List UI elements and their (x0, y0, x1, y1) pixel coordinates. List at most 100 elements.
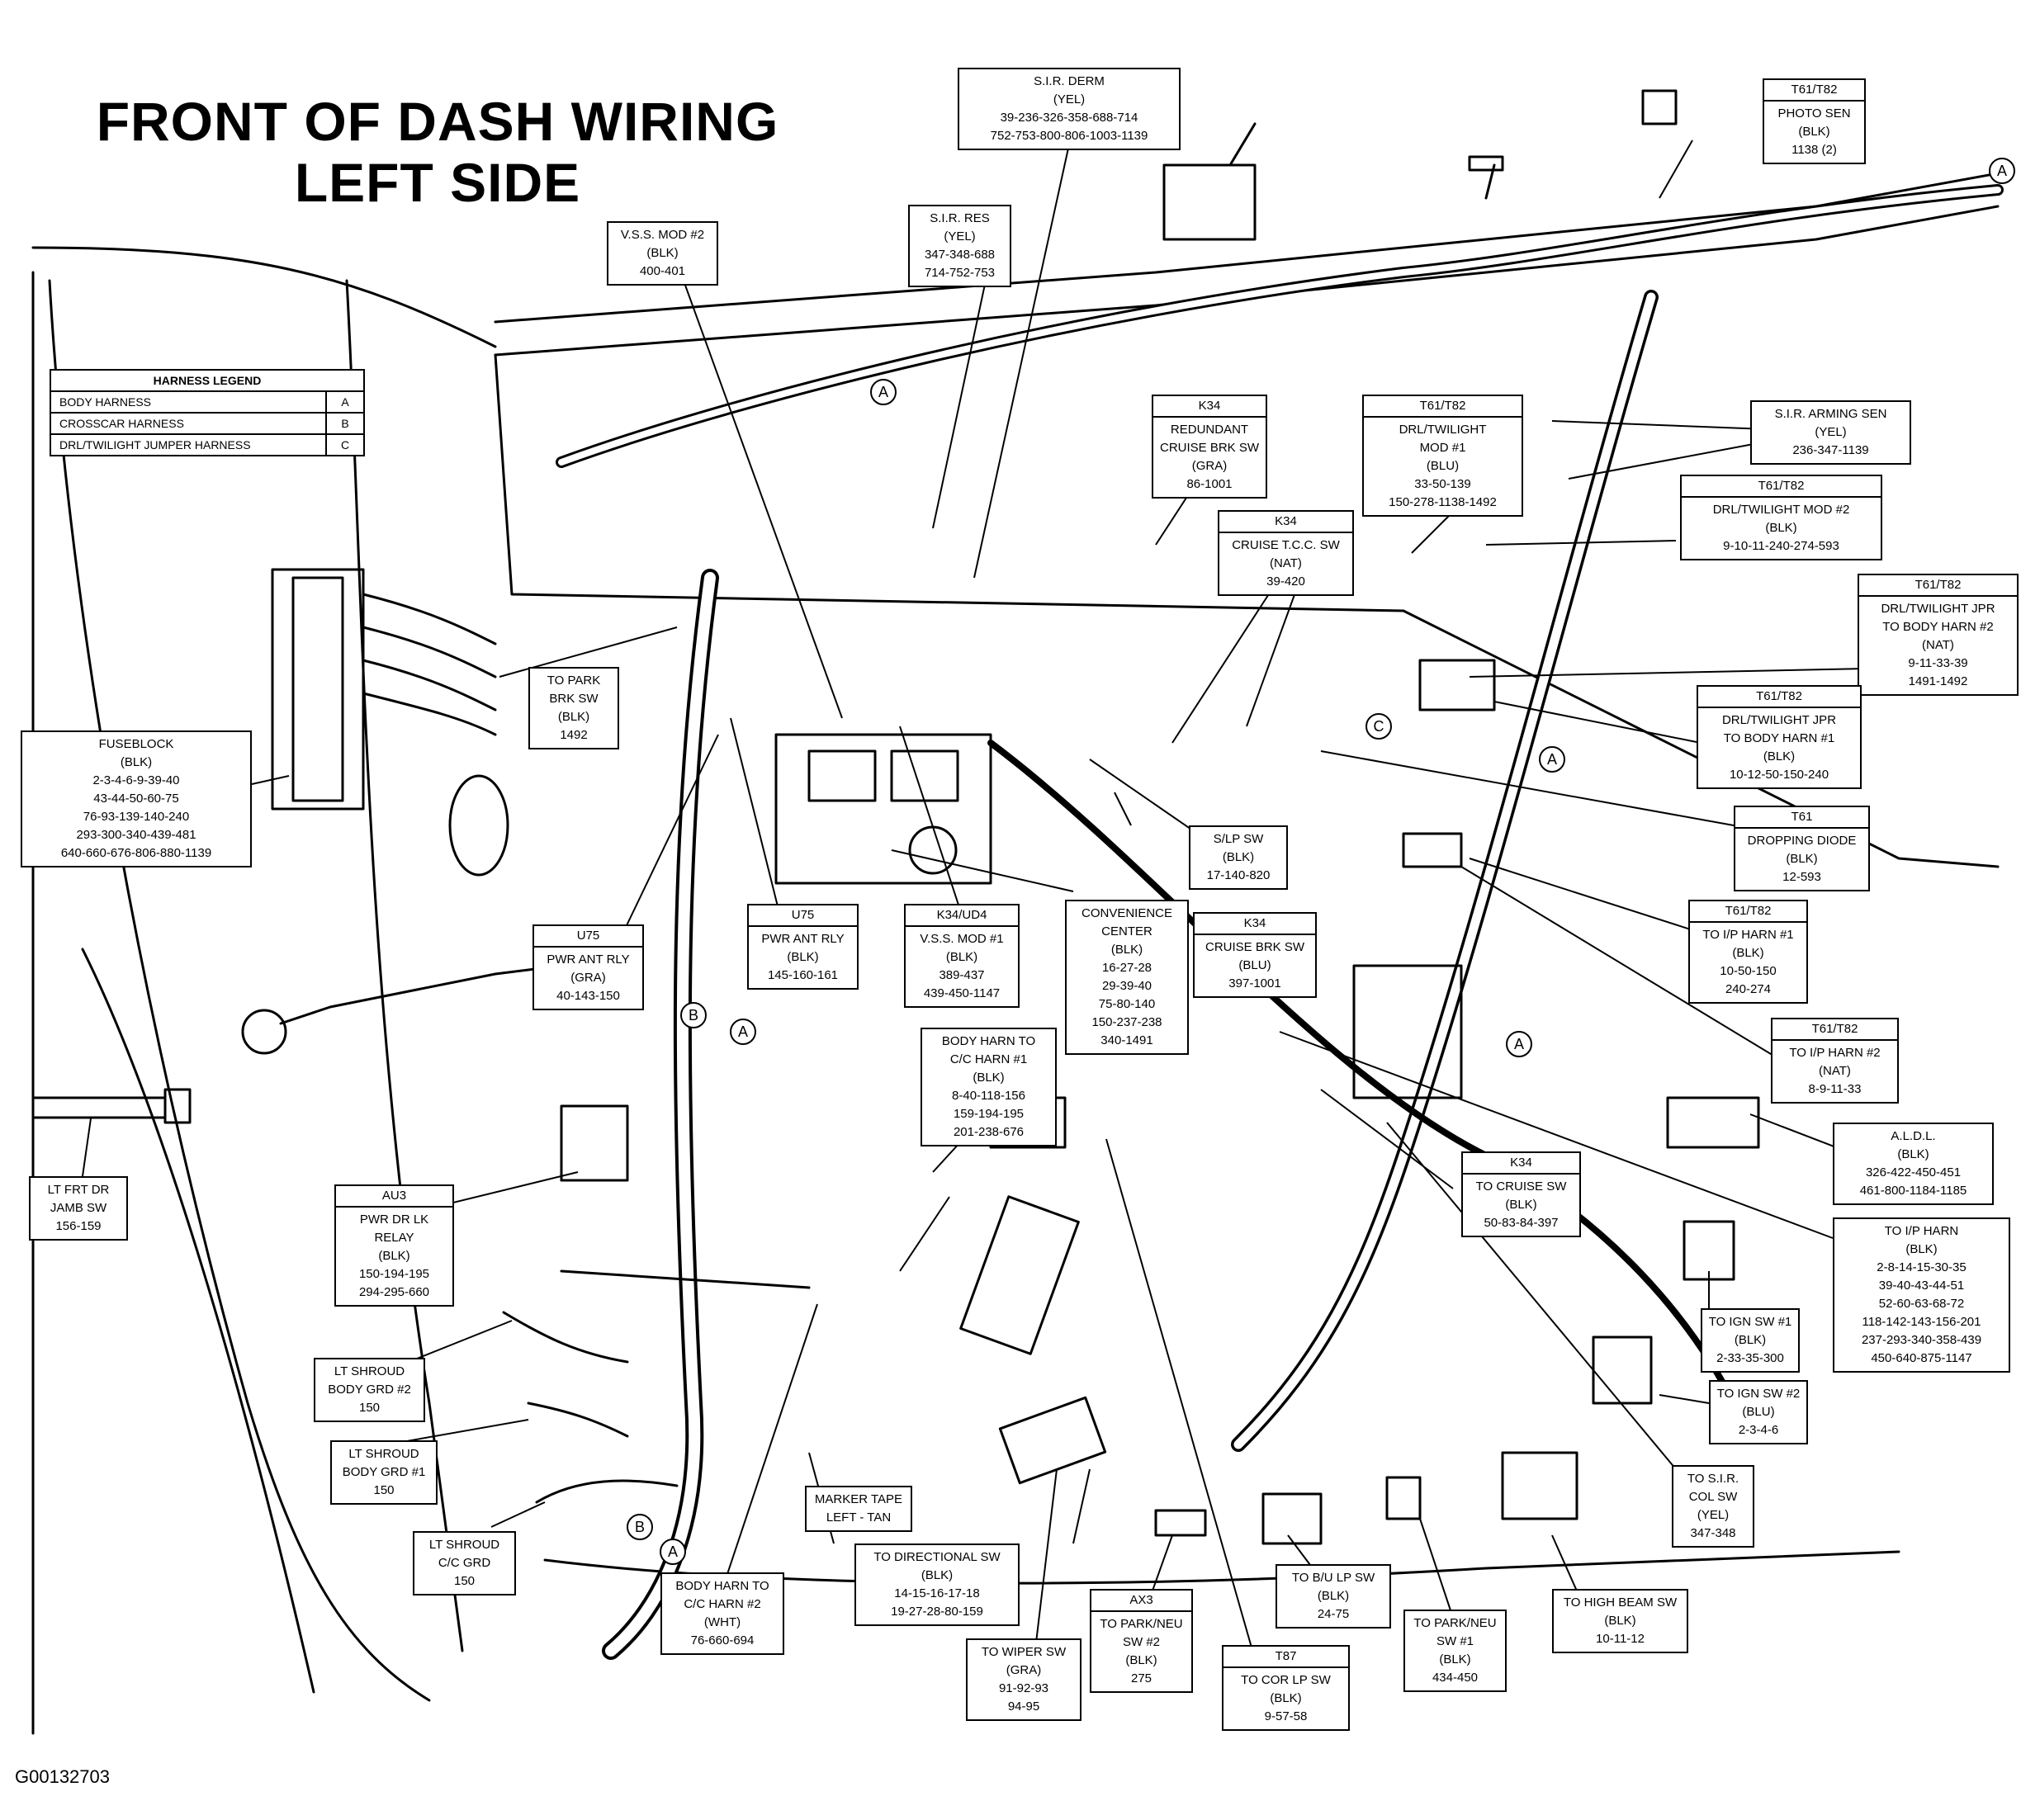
relay-round (908, 825, 958, 875)
label-line: (BLK) (921, 1568, 954, 1582)
harness-lower-branch (987, 740, 1737, 1406)
label-line: 9-10-11-240-274-593 (1723, 539, 1839, 553)
label-line: 50-83-84-397 (1484, 1216, 1559, 1230)
label-line: S.I.R. DERM (1034, 74, 1105, 88)
legend-harness-name: BODY HARNESS (51, 392, 327, 412)
label-line: (BLK) (1786, 852, 1818, 866)
label-line: V.S.S. MOD #1 (920, 932, 1004, 946)
label-line: LT FRT DR (47, 1183, 110, 1197)
label-line: 293-300-340-439-481 (76, 828, 196, 842)
aldl-connector (1666, 1096, 1760, 1149)
label-line: 400-401 (639, 264, 686, 278)
label-option-code: T61/T82 (1773, 1019, 1897, 1041)
label-line: 40-143-150 (556, 989, 620, 1003)
legend-harness-name: CROSSCAR HARNESS (51, 414, 327, 433)
svg-text:B: B (689, 1007, 698, 1023)
label-line: 150-194-195 (358, 1267, 430, 1281)
label-line: 347-348 (1690, 1526, 1736, 1540)
label-line: 294-295-660 (358, 1285, 430, 1299)
svg-text:C: C (1374, 718, 1384, 735)
label-line: TO PARK/NEU (1413, 1616, 1497, 1630)
label-line: 8-40-118-156 (952, 1089, 1025, 1103)
sir-col-connector (1592, 1335, 1653, 1405)
label-line: DROPPING DIODE (1747, 834, 1857, 848)
label-line: DRL/TWILIGHT JPR (1721, 713, 1837, 727)
label-high-beam: TO HIGH BEAM SW(BLK)10-11-12 (1552, 1589, 1688, 1653)
marker-a-lower: A (1506, 1031, 1532, 1057)
jamb-grommet (241, 1009, 287, 1055)
label-option-code: U75 (749, 905, 857, 927)
label-line: TO PARK/NEU (1100, 1617, 1183, 1631)
label-line: 434-450 (1432, 1671, 1479, 1685)
label-line: 397-1001 (1228, 976, 1281, 990)
upper-body-panel-outline (31, 246, 497, 348)
label-line: 10-50-150 (1720, 964, 1777, 978)
label-line: 9-11-33-39 (1908, 656, 1968, 670)
label-line: 52-60-63-68-72 (1878, 1297, 1965, 1311)
harness-legend: HARNESS LEGEND BODY HARNESS A CROSSCAR H… (50, 369, 365, 456)
label-line: (BLU) (1426, 459, 1460, 473)
label-line: 439-450-1147 (923, 986, 1001, 1000)
label-line: TO COR LP SW (1241, 1673, 1331, 1687)
label-option-code: U75 (534, 926, 642, 948)
label-line: 201-238-676 (953, 1125, 1025, 1139)
label-line: 347-348-688 (924, 248, 996, 262)
label-line: (BLK) (1317, 1589, 1350, 1603)
legend-harness-letter: C (340, 438, 350, 451)
label-option-code: T61 (1735, 807, 1868, 829)
label-line: 714-752-753 (924, 266, 996, 280)
label-to-ign-sw-1: TO IGN SW #1(BLK)2-33-35-300 (1701, 1308, 1800, 1373)
label-line: 75-80-140 (1098, 997, 1156, 1011)
label-line: C/C HARN #1 (949, 1052, 1028, 1066)
ground-straps (502, 1311, 629, 1438)
label-line: BODY GRD #1 (342, 1465, 426, 1479)
harness-left-trunk-inner (605, 572, 716, 1657)
label-vss-mod-2: V.S.S. MOD #2(BLK)400-401 (607, 221, 718, 286)
label-line: S/LP SW (1213, 832, 1264, 846)
label-line: 17-140-820 (1206, 868, 1271, 882)
legend-harness-letter: B (341, 417, 349, 430)
label-line: (BLK) (1734, 1333, 1767, 1347)
label-line: (BLK) (1905, 1242, 1938, 1256)
marker-b-left: B (680, 1002, 707, 1028)
label-line: (YEL) (1697, 1508, 1730, 1522)
label-option-code: K34/UD4 (906, 905, 1018, 927)
label-line: C/C HARN #2 (684, 1597, 761, 1611)
label-line: (BLU) (1238, 958, 1271, 972)
label-line: CRUISE BRK SW (1205, 940, 1304, 954)
legend-row: DRL/TWILIGHT JUMPER HARNESS C (51, 435, 363, 455)
label-line: MOD #1 (1419, 441, 1466, 455)
label-line: SW #2 (1122, 1635, 1160, 1649)
svg-text:A: A (1514, 1036, 1524, 1052)
label-line: FUSEBLOCK (98, 737, 174, 751)
marker-a-bottom: A (660, 1539, 686, 1565)
label-line: 39-40-43-44-51 (1878, 1279, 1965, 1293)
label-option-code: T61/T82 (1859, 575, 2017, 597)
harness-markers: A A C A A B A B A (627, 158, 2015, 1565)
label-line: 461-800-1184-1185 (1859, 1184, 1967, 1198)
label-line: TO S.I.R. (1687, 1472, 1739, 1486)
door-lock-relay (560, 1104, 629, 1182)
svg-text:B: B (635, 1519, 645, 1535)
label-line: RELAY (374, 1231, 414, 1245)
label-slp-sw: S/LP SW(BLK)17-140-820 (1189, 825, 1288, 890)
label-line: CONVENIENCE (1081, 906, 1173, 920)
label-line: (BLK) (120, 755, 153, 769)
label-option-code: AX3 (1091, 1591, 1191, 1612)
label-line: TO HIGH BEAM SW (1563, 1595, 1678, 1610)
jamb-switch-body (31, 1096, 167, 1119)
harness-top-bundle-inner (558, 187, 2001, 466)
